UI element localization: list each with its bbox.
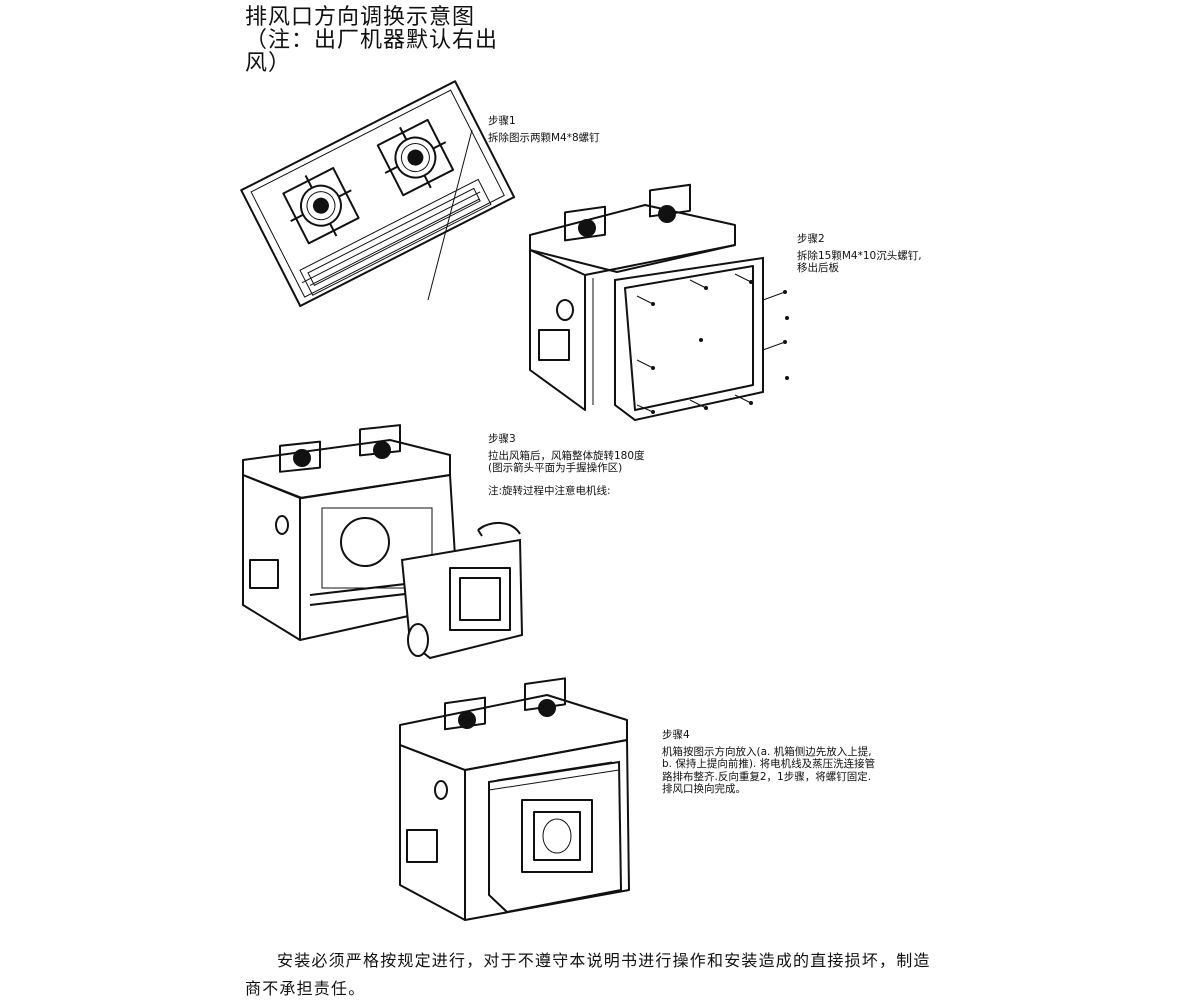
step-3-line: 拉出风箱后，风箱整体旋转180度 [488, 449, 645, 462]
step-2-line: 拆除15颗M4*10沉头螺钉, [797, 249, 922, 262]
step-2-line: 移出后板 [797, 262, 839, 274]
step-1: 步骤1 拆除图示两颗M4*8螺钉 [488, 115, 688, 144]
step-3-line: (图示箭头平面为手握操作区) [488, 462, 623, 474]
step-3-line [488, 475, 708, 485]
step-4-line: 排风口换向完成。 [662, 783, 746, 795]
step-4-line: b. 保持上提向前推). 将电机线及蒸压洗连接管 [662, 758, 876, 770]
stove-top-view-illustration [240, 80, 516, 308]
step-3-heading: 步骤3 [488, 433, 516, 445]
step-4-heading: 步骤4 [662, 729, 690, 741]
step-2: 步骤2 拆除15颗M4*10沉头螺钉, 移出后板 [797, 233, 997, 275]
installation-disclaimer: 安装必须严格按规定进行，对于不遵守本说明书进行操作和安装造成的直接损坏，制造商不… [245, 951, 931, 998]
step-1-heading: 步骤1 [488, 115, 516, 127]
step-1-line: 拆除图示两颗M4*8螺钉 [488, 131, 600, 144]
step-4: 步骤4 机箱按图示方向放入(a. 机箱侧边先放入上提, b. 保持上提向前推).… [662, 729, 922, 796]
fan-box-rotation-illustration [242, 424, 524, 660]
stove-back-panel-removal-illustration [529, 183, 789, 422]
step-3-line: 注:旋转过程中注意电机线: [488, 484, 611, 497]
step-4-line: 路排布整齐.反向重复2，1步骤，将螺钉固定. [662, 770, 872, 783]
step-3: 步骤3 拉出风箱后，风箱整体旋转180度 (图示箭头平面为手握操作区) 注:旋转… [488, 433, 708, 497]
fan-box-reinsertion-illustration [399, 677, 630, 921]
page-title: 排风口方向调换示意图（注：出厂机器默认右出风） [245, 5, 499, 76]
step-4-line: 机箱按图示方向放入(a. 机箱侧边先放入上提, [662, 745, 872, 758]
step-2-heading: 步骤2 [797, 233, 825, 245]
